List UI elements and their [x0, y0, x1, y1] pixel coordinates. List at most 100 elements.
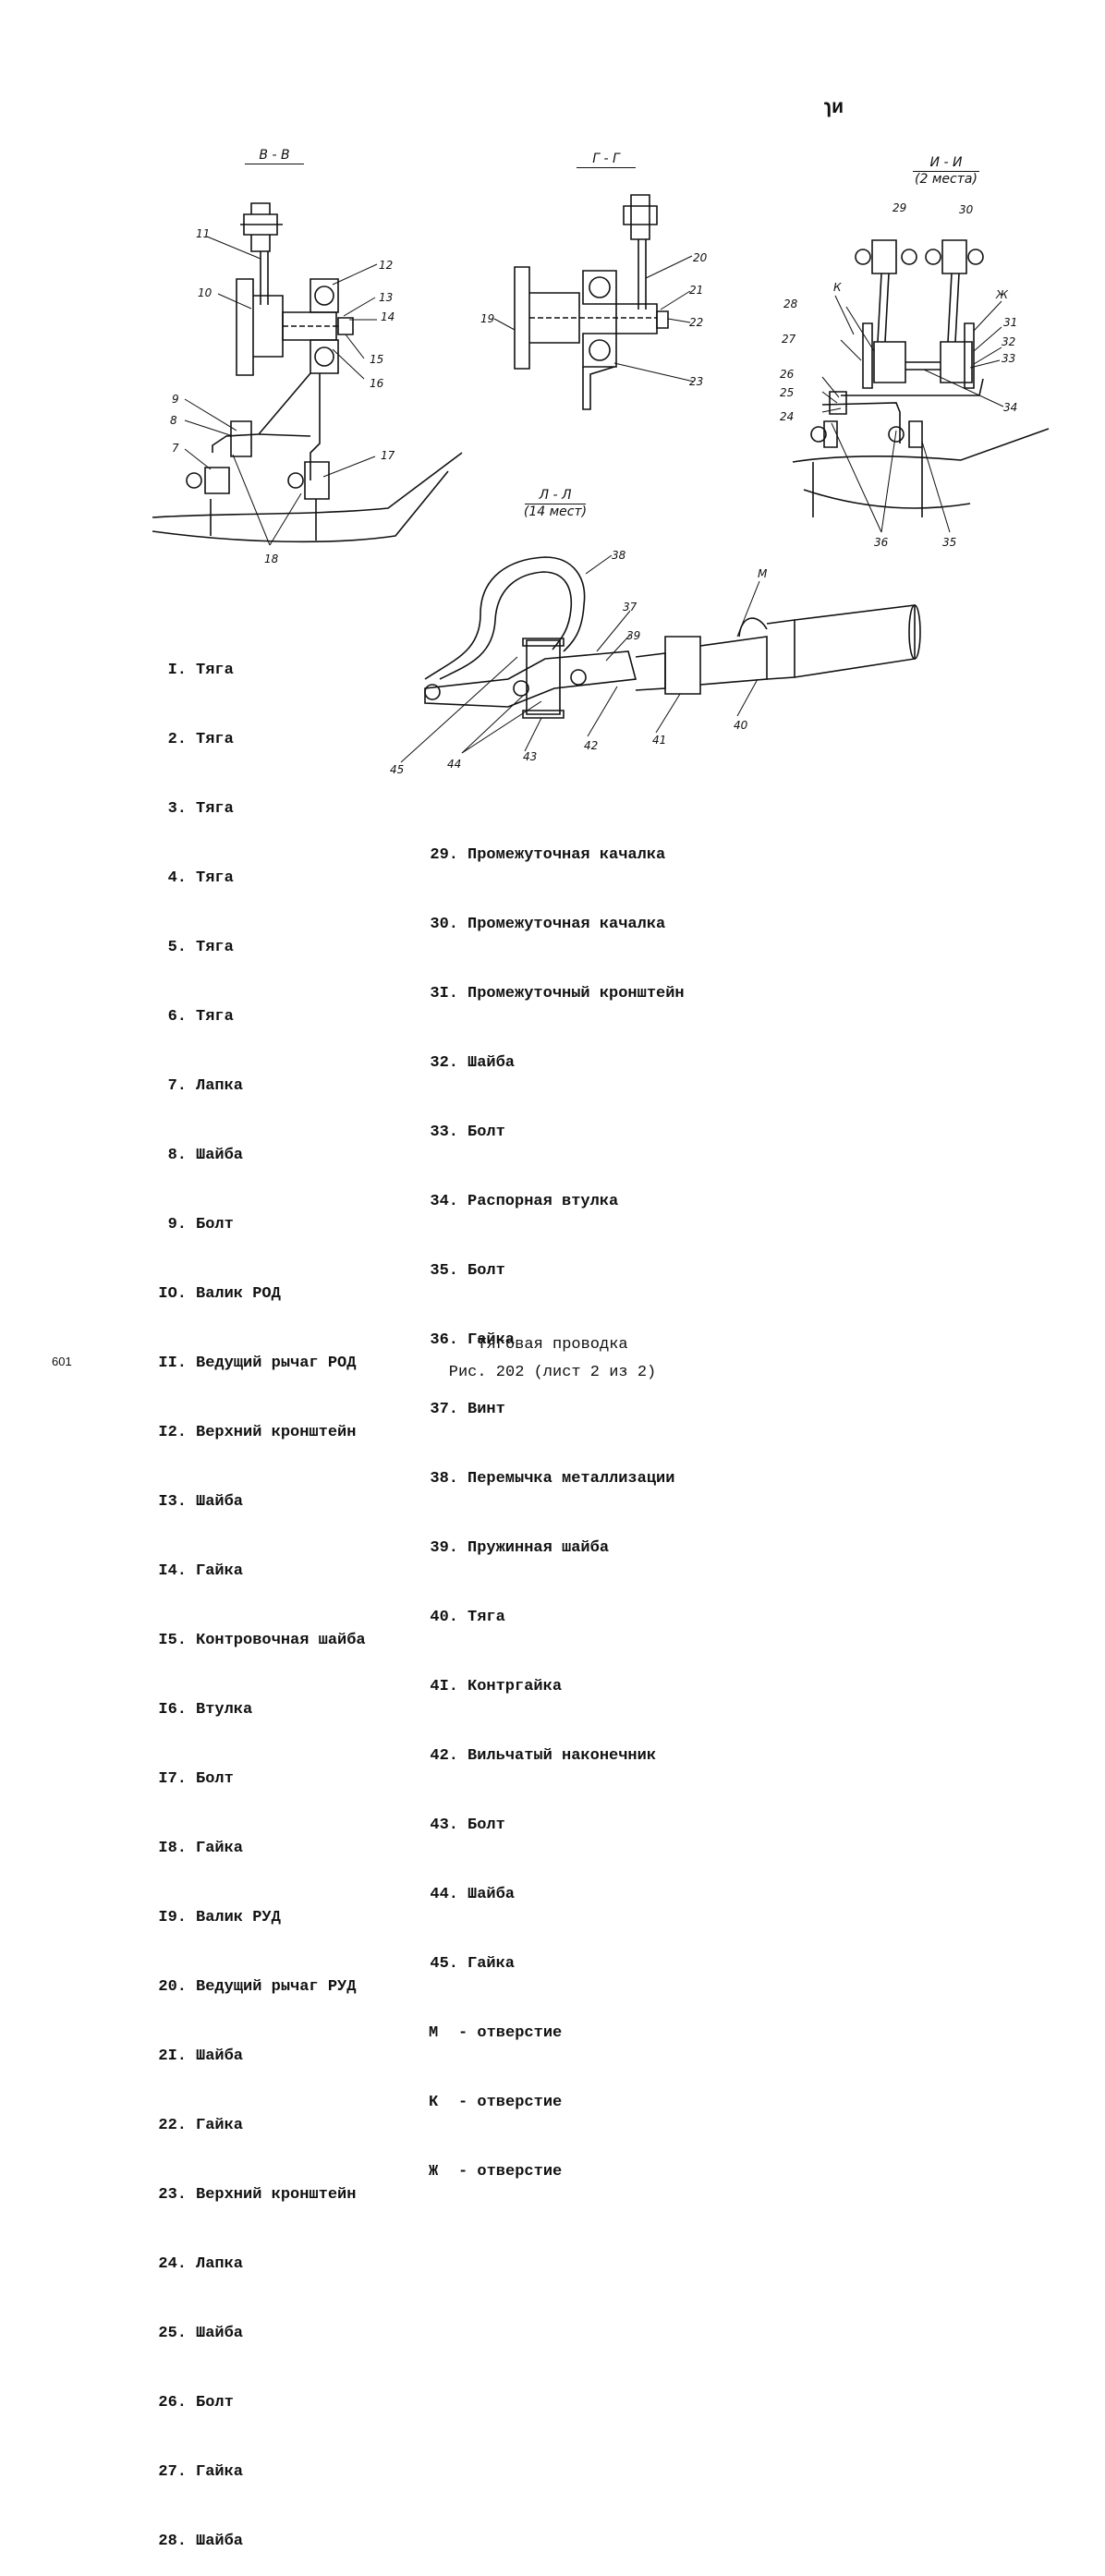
callout-28: 28	[783, 298, 798, 310]
legend-item: 7.Лапка	[167, 1077, 244, 1095]
page-corner-mark: ɿи	[824, 96, 844, 117]
callout-14: 14	[381, 310, 395, 323]
legend-item: К- отверстие	[429, 2094, 563, 2111]
legend-item: I3.Шайба	[158, 1493, 244, 1511]
legend-item: 27.Гайка	[158, 2463, 244, 2481]
legend-item: 44.Шайба	[430, 1886, 516, 1903]
callout-19: 19	[480, 312, 495, 325]
figure-number: Рис. 202 (лист 2 из 2)	[448, 1364, 657, 1381]
callout-30: 30	[959, 203, 974, 216]
legend-item: 29.Промежуточная качалка	[430, 846, 666, 864]
callout-18: 18	[264, 553, 279, 565]
legend-item: 5.Тяга	[167, 939, 234, 956]
legend-item: 6.Тяга	[167, 1008, 234, 1026]
figure-title: Тяговая проводка	[477, 1336, 628, 1354]
legend-item: 34.Распорная втулка	[430, 1193, 619, 1210]
legend-item: 8.Шайба	[167, 1147, 244, 1164]
callout-32: 32	[1002, 335, 1016, 348]
callout-15: 15	[370, 353, 384, 366]
legend-item: 38.Перемычка металлизации	[430, 1470, 675, 1488]
callout-29: 29	[892, 201, 907, 214]
callout-45: 45	[390, 763, 405, 776]
legend-item: I7.Болт	[158, 1770, 234, 1788]
callout-43: 43	[523, 750, 538, 763]
callout-44: 44	[447, 758, 462, 771]
callout-11: 11	[196, 227, 211, 240]
callout-25: 25	[780, 386, 795, 399]
callout-8: 8	[170, 414, 177, 427]
legend-left-column: I.Тяга 2.Тяга 3.Тяга 4.Тяга 5.Тяга 6.Тяг…	[152, 613, 366, 2576]
callout-31: 31	[1003, 316, 1018, 329]
page-number: 601	[52, 1355, 72, 1368]
legend-item: 3.Тяга	[167, 800, 234, 818]
legend-item: 4I.Контргайка	[430, 1678, 563, 1695]
callout-21: 21	[689, 284, 704, 297]
legend-item: I6.Втулка	[158, 1701, 253, 1719]
legend-item: 2.Тяга	[167, 731, 234, 748]
legend-item: 30.Промежуточная качалка	[430, 916, 666, 933]
legend-item: II.Ведущий рычаг РОД	[158, 1355, 357, 1372]
section-ll-label: Л - Л (14 мест)	[523, 488, 588, 519]
callout-10: 10	[198, 286, 212, 299]
callout-27: 27	[782, 333, 796, 346]
callout-35: 35	[942, 536, 957, 549]
callout-20: 20	[693, 251, 708, 264]
legend-item: 43.Болт	[430, 1817, 505, 1834]
callout-17: 17	[381, 449, 395, 462]
legend-item: 20.Ведущий рычаг РУД	[158, 1978, 357, 1996]
legend-item: 25.Шайба	[158, 2325, 244, 2342]
legend-item: 45.Гайка	[430, 1955, 516, 1973]
legend-item: 40.Тяга	[430, 1609, 505, 1626]
callout-M: М	[758, 567, 768, 580]
callout-36: 36	[874, 536, 889, 549]
section-ii-label: И - И (2 места)	[900, 155, 992, 187]
callout-22: 22	[689, 316, 704, 329]
legend-item: 24.Лапка	[158, 2255, 244, 2273]
callout-24: 24	[780, 410, 795, 423]
legend-item: I.Тяга	[167, 662, 234, 679]
legend-item: 4.Тяга	[167, 869, 234, 887]
callout-37: 37	[623, 601, 638, 614]
legend-item: 36.Гайка	[430, 1331, 516, 1349]
section-gg-drawing	[476, 189, 707, 411]
legend-right-column: 29.Промежуточная качалка 30.Промежуточна…	[429, 797, 685, 2206]
legend-item: 28.Шайба	[158, 2533, 244, 2550]
callout-Zh: Ж	[996, 288, 1008, 301]
legend-item: 37.Винт	[430, 1401, 505, 1418]
legend-item: 42.Вильчатый наконечник	[430, 1747, 657, 1765]
legend-item: I2.Верхний кронштейн	[158, 1424, 357, 1441]
legend-item: 23.Верхний кронштейн	[158, 2186, 357, 2204]
callout-12: 12	[379, 259, 394, 272]
callout-9: 9	[172, 393, 179, 406]
legend-item: I5.Контровочная шайба	[158, 1632, 366, 1649]
section-bb-drawing	[148, 194, 467, 554]
callout-41: 41	[652, 734, 667, 747]
section-ii-drawing	[785, 213, 1053, 517]
callout-40: 40	[734, 719, 748, 732]
callout-23: 23	[689, 375, 704, 388]
legend-item: I9.Валик РУД	[158, 1909, 281, 1926]
legend-item: 3I.Промежуточный кронштейн	[430, 985, 685, 1002]
legend-item: I8.Гайка	[158, 1840, 244, 1857]
legend-item: IO.Валик РОД	[158, 1285, 281, 1303]
legend-item: М- отверстие	[429, 2024, 563, 2042]
legend-item: Ж- отверстие	[429, 2163, 563, 2181]
legend-item: 9.Болт	[167, 1216, 234, 1233]
callout-38: 38	[612, 549, 626, 562]
legend-item: 39.Пружинная шайба	[430, 1539, 610, 1557]
callout-42: 42	[584, 739, 599, 752]
section-bb-label: В - В	[245, 148, 304, 164]
legend-item: 35.Болт	[430, 1262, 505, 1280]
callout-13: 13	[379, 291, 394, 304]
callout-39: 39	[626, 629, 641, 642]
legend-item: 26.Болт	[158, 2394, 234, 2412]
callout-7: 7	[172, 442, 179, 455]
callout-33: 33	[1002, 352, 1016, 365]
legend-item: I4.Гайка	[158, 1562, 244, 1580]
callout-34: 34	[1003, 401, 1018, 414]
legend-item: 33.Болт	[430, 1124, 505, 1141]
legend-item: 2I.Шайба	[158, 2047, 244, 2065]
legend-item: 32.Шайба	[430, 1054, 516, 1072]
legend-item: 22.Гайка	[158, 2117, 244, 2134]
callout-26: 26	[780, 368, 795, 381]
